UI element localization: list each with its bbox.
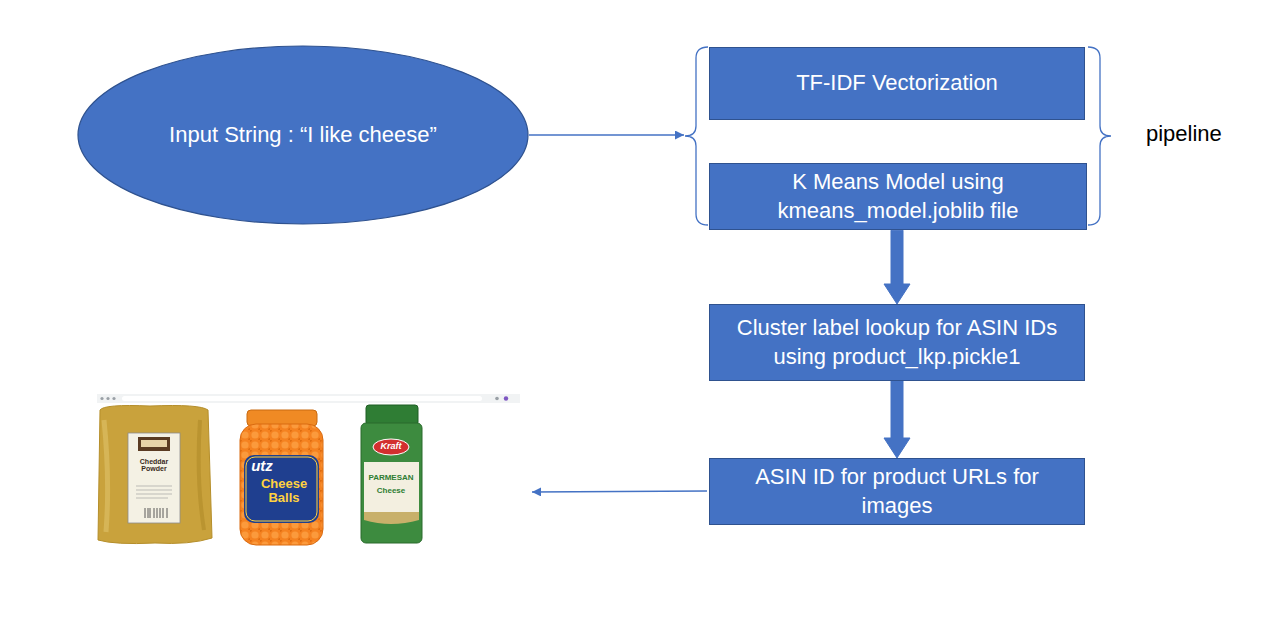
process-box: Cluster label lookup for ASIN IDs using … [709, 304, 1085, 381]
product-label-text: Kraft [374, 442, 408, 451]
pipeline-group: pipeline TF-IDF Vectorization K Means Mode… [684, 44, 1240, 228]
flow-arrow [884, 230, 910, 304]
node-text: Input String : “I like cheese” [169, 121, 437, 150]
flow-arrow [884, 381, 910, 458]
parmesan-jar [361, 405, 422, 543]
product-label-text: Cheese [364, 487, 418, 495]
product-label-text: PARMESAN [364, 474, 418, 482]
product-label-text: utz [247, 458, 277, 474]
node-text: K Means Model using kmeans_model.joblib … [722, 168, 1074, 225]
input-ellipse: Input String : “I like cheese” [77, 45, 529, 225]
process-box: K Means Model using kmeans_model.joblib … [709, 163, 1087, 230]
node-text: Cluster label lookup for ASIN IDs using … [722, 314, 1072, 371]
cheese-balls-jar [240, 410, 323, 545]
product-label-text: Cheddar Powder [131, 458, 177, 473]
node-text: ASIN ID for product URLs for images [722, 463, 1072, 520]
browser-bar [97, 394, 520, 403]
process-box: ASIN ID for product URLs for images [709, 458, 1085, 525]
flow-arrow [529, 134, 684, 135]
product-label-text: Cheese Balls [258, 477, 310, 504]
cheddar-bag [98, 406, 212, 544]
result-arrow [532, 491, 707, 492]
process-box: TF-IDF Vectorization [709, 47, 1085, 120]
group-label: pipeline [1146, 120, 1222, 149]
node-text: TF-IDF Vectorization [796, 69, 998, 98]
